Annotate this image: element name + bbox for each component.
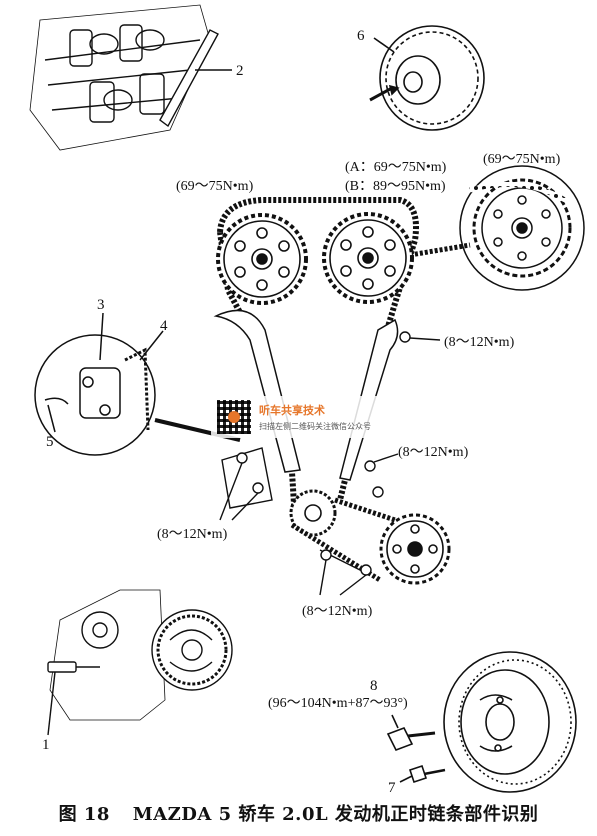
watermark-subtitle: 扫描左侧二维码关注微信公众号 [259,422,371,431]
camshaft-sprocket-right [322,212,414,304]
torque-guide-lower-right: (8～12N•m) [398,445,469,460]
label-part-4: 4 [160,318,168,334]
crank-pulley [386,651,577,793]
qr-code-icon [217,400,251,434]
torque-guide-bottom: (8～12N•m) [302,604,373,619]
figure-number: 图 18 [58,804,110,825]
label-part-8: 8 [370,678,378,694]
vvt-sprocket [369,25,485,131]
oil-pump-sprocket [379,513,451,585]
chain-tensioner [219,447,273,521]
guide-bolts-lower-right [364,453,399,498]
watermark: 听车共享技术 扫描左侧二维码关注微信公众号 [211,396,387,438]
figure-caption: 图 18 MAZDA 5 轿车 2.0L 发动机正时链条部件识别 [0,800,597,826]
label-part-3: 3 [97,297,105,313]
torque-vvt: (69～75N•m) [483,152,561,167]
camshaft-sprocket-left [216,213,308,305]
crankshaft-pin-inset [47,589,233,736]
figure-title: MAZDA 5 轿车 2.0L 发动机正时链条部件识别 [132,804,539,825]
label-part-5: 5 [46,434,54,450]
camshaft-inset [29,4,232,151]
label-part-7: 7 [388,780,396,796]
torque-guide-right: (8～12N•m) [444,335,515,350]
crank-sprocket [289,489,337,537]
label-part-1: 1 [42,737,50,753]
label-part-6: 6 [357,28,365,44]
torque-tensioner: (8～12N•m) [157,527,228,542]
torque-camshaft-a: (A：69～75N•m) [345,160,447,175]
torque-crank-bolt: (96～104N•m+87～93°) [268,696,408,711]
torque-camshaft-left: (69～75N•m) [176,179,254,194]
vvt-sprocket-detail [459,165,585,291]
guide-bolts-bottom [319,549,372,596]
guide-bolt-right [399,331,441,343]
watermark-title: 听车共享技术 [259,404,325,417]
tensioner-inset [34,312,241,456]
label-part-2: 2 [236,63,244,79]
torque-camshaft-b: (B：89～95N•m) [345,179,446,194]
